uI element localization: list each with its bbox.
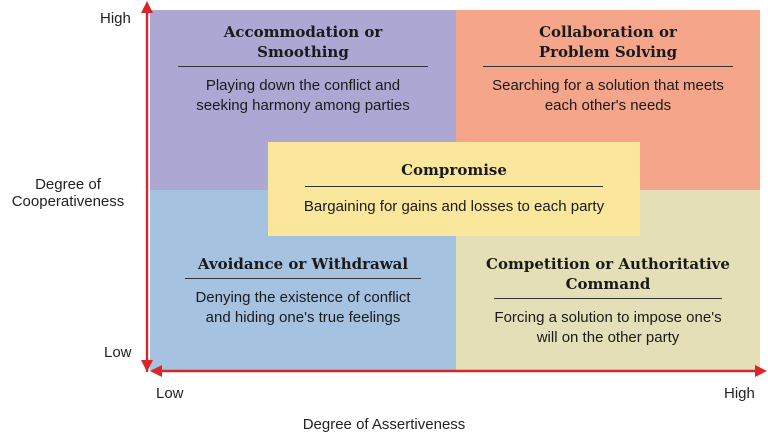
x-axis-arrow-right [755, 365, 767, 377]
y-axis-arrow-down [141, 360, 153, 372]
avoidance-description: Denying the existence of conflict and hi… [195, 289, 411, 326]
compromise-divider [305, 186, 603, 187]
collaboration-description: Searching for a solution that meets each… [492, 77, 724, 114]
x-axis-low-label: Low [156, 385, 184, 402]
x-axis-title: Degree of Assertiveness [302, 416, 466, 433]
accommodation-title: Accommodation or Smoothing [223, 23, 383, 61]
compromise-box: Compromise Bargaining for gains and loss… [268, 142, 640, 236]
compromise-description: Bargaining for gains and losses to each … [303, 198, 605, 215]
collaboration-divider [483, 66, 733, 67]
y-axis-high-label: High [100, 10, 131, 27]
y-axis-arrow-up [141, 1, 153, 13]
x-axis-high-label: High [724, 385, 755, 402]
accommodation-description: Playing down the conflict and seeking ha… [196, 77, 410, 114]
competition-title: Competition or Authoritative Command [486, 255, 730, 293]
avoidance-title: Avoidance or Withdrawal [197, 255, 409, 273]
x-axis-arrow-left [150, 365, 162, 377]
avoidance-divider [185, 278, 421, 279]
collaboration-title: Collaboration or Problem Solving [538, 23, 678, 61]
y-axis-title: Degree of Cooperativeness [11, 176, 125, 211]
compromise-title: Compromise [401, 161, 507, 179]
y-axis-low-label: Low [104, 344, 132, 361]
accommodation-divider [178, 66, 428, 67]
competition-description: Forcing a solution to impose one's will … [494, 309, 722, 346]
competition-divider [494, 298, 722, 299]
